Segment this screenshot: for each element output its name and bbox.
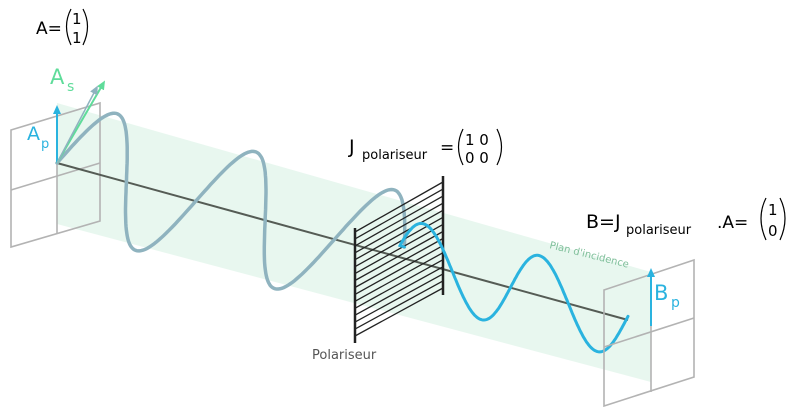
j-sub-text: polariseur xyxy=(362,148,428,163)
a-vec-row2: 1 xyxy=(72,29,82,47)
a-vec-row1: 1 xyxy=(72,10,82,28)
b-vec-row2: 0 xyxy=(768,222,778,240)
j-main-text: J xyxy=(348,136,355,158)
bp-label-sub: p xyxy=(671,295,680,311)
polarizer-label: Polariseur xyxy=(312,348,377,363)
j-row2-text: 0 0 xyxy=(465,149,489,167)
a-eq-text: A= xyxy=(36,19,62,39)
b-rest-text: .A= xyxy=(717,213,748,233)
as-label: A s xyxy=(50,65,74,95)
j-matrix-label: J polariseur = 1 0 0 0 xyxy=(348,129,502,167)
ap-label-sub: p xyxy=(41,137,49,152)
b-equation-label: B=J polariseur .A= 1 0 xyxy=(586,198,785,240)
j-eq-text: = xyxy=(440,138,454,158)
ap-label: A p xyxy=(27,123,49,152)
b-vec-row1: 1 xyxy=(768,201,778,219)
ap-label-main: A xyxy=(27,123,40,145)
j-row1-text: 1 0 xyxy=(465,131,489,149)
bp-label-main: B xyxy=(654,281,668,305)
b-main-text: B=J xyxy=(586,211,621,233)
as-label-main: A xyxy=(50,65,65,89)
b-sub-text: polariseur xyxy=(626,223,692,238)
bp-label: B p xyxy=(654,281,680,311)
a-matrix-label: A= 1 1 xyxy=(36,9,88,47)
as-label-sub: s xyxy=(67,79,74,95)
